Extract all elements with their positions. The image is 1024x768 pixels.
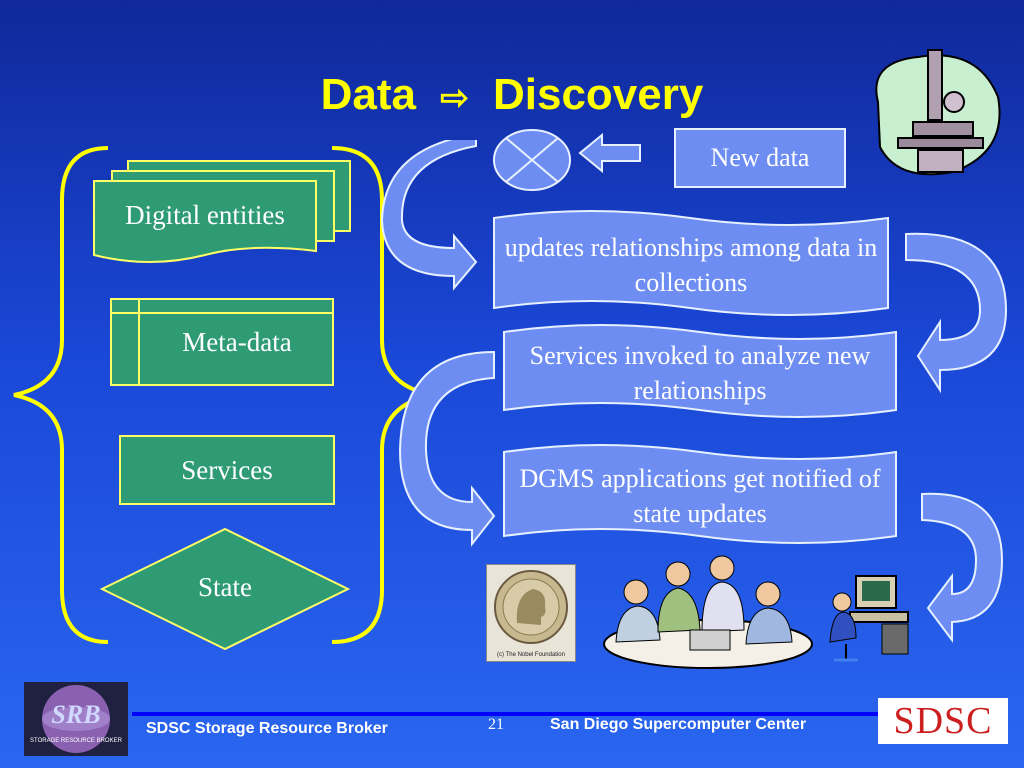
title-right: Discovery bbox=[492, 70, 704, 119]
meta-data-divider-vertical bbox=[138, 300, 140, 384]
state-label: State bbox=[198, 572, 252, 602]
collate-circle-icon bbox=[493, 129, 571, 191]
title-left: Data bbox=[320, 70, 417, 119]
updates-label: updates relationships among data in coll… bbox=[504, 232, 878, 297]
page-number: 21 bbox=[488, 716, 504, 733]
footer-left-text: SDSC Storage Resource Broker bbox=[146, 720, 388, 737]
footer-line bbox=[132, 712, 880, 716]
dgms-label: DGMS applications get notified of state … bbox=[519, 463, 881, 528]
srb-logo-text: SRB bbox=[51, 700, 101, 729]
new-data-box: New data bbox=[674, 128, 846, 188]
services-label: Services bbox=[181, 454, 273, 485]
digital-entities-stack bbox=[93, 160, 351, 263]
meta-data-box: Meta-data bbox=[110, 298, 334, 386]
new-data-label: New data bbox=[710, 143, 810, 173]
nobel-medal-icon bbox=[494, 570, 568, 644]
meta-data-divider bbox=[112, 312, 332, 314]
slide-title: Data ⇨ Discovery bbox=[0, 70, 1024, 120]
people-meeting-icon bbox=[603, 555, 813, 669]
sdsc-logo-text: SDSC bbox=[893, 700, 993, 742]
nobel-medal-image: (c) The Nobel Foundation bbox=[486, 564, 576, 662]
services-invoked-label: Services invoked to analyze new relation… bbox=[529, 340, 871, 405]
srb-globe-icon bbox=[42, 685, 110, 753]
services-invoked-wavy-box bbox=[503, 324, 897, 418]
digital-entities-label: Digital entities bbox=[125, 200, 285, 230]
srb-logo: SRB STORAGE RESOURCE BROKER bbox=[24, 682, 128, 756]
updates-wavy-box bbox=[493, 210, 889, 316]
microscope-icon bbox=[875, 49, 1001, 176]
nobel-caption: (c) The Nobel Foundation bbox=[497, 652, 565, 658]
footer-center-text: San Diego Supercomputer Center bbox=[550, 716, 807, 733]
state-diamond bbox=[100, 527, 350, 651]
dgms-wavy-box bbox=[503, 444, 897, 544]
meta-data-label: Meta-data bbox=[182, 326, 292, 357]
right-arrow-icon: ⇨ bbox=[440, 79, 469, 117]
flow-arrows bbox=[380, 140, 1008, 643]
computer-user-icon bbox=[829, 575, 909, 662]
left-arrow-icon bbox=[578, 133, 641, 173]
services-box: Services bbox=[119, 435, 335, 505]
srb-logo-subtext: STORAGE RESOURCE BROKER bbox=[30, 738, 122, 744]
sdsc-logo: SDSC bbox=[878, 698, 1008, 744]
